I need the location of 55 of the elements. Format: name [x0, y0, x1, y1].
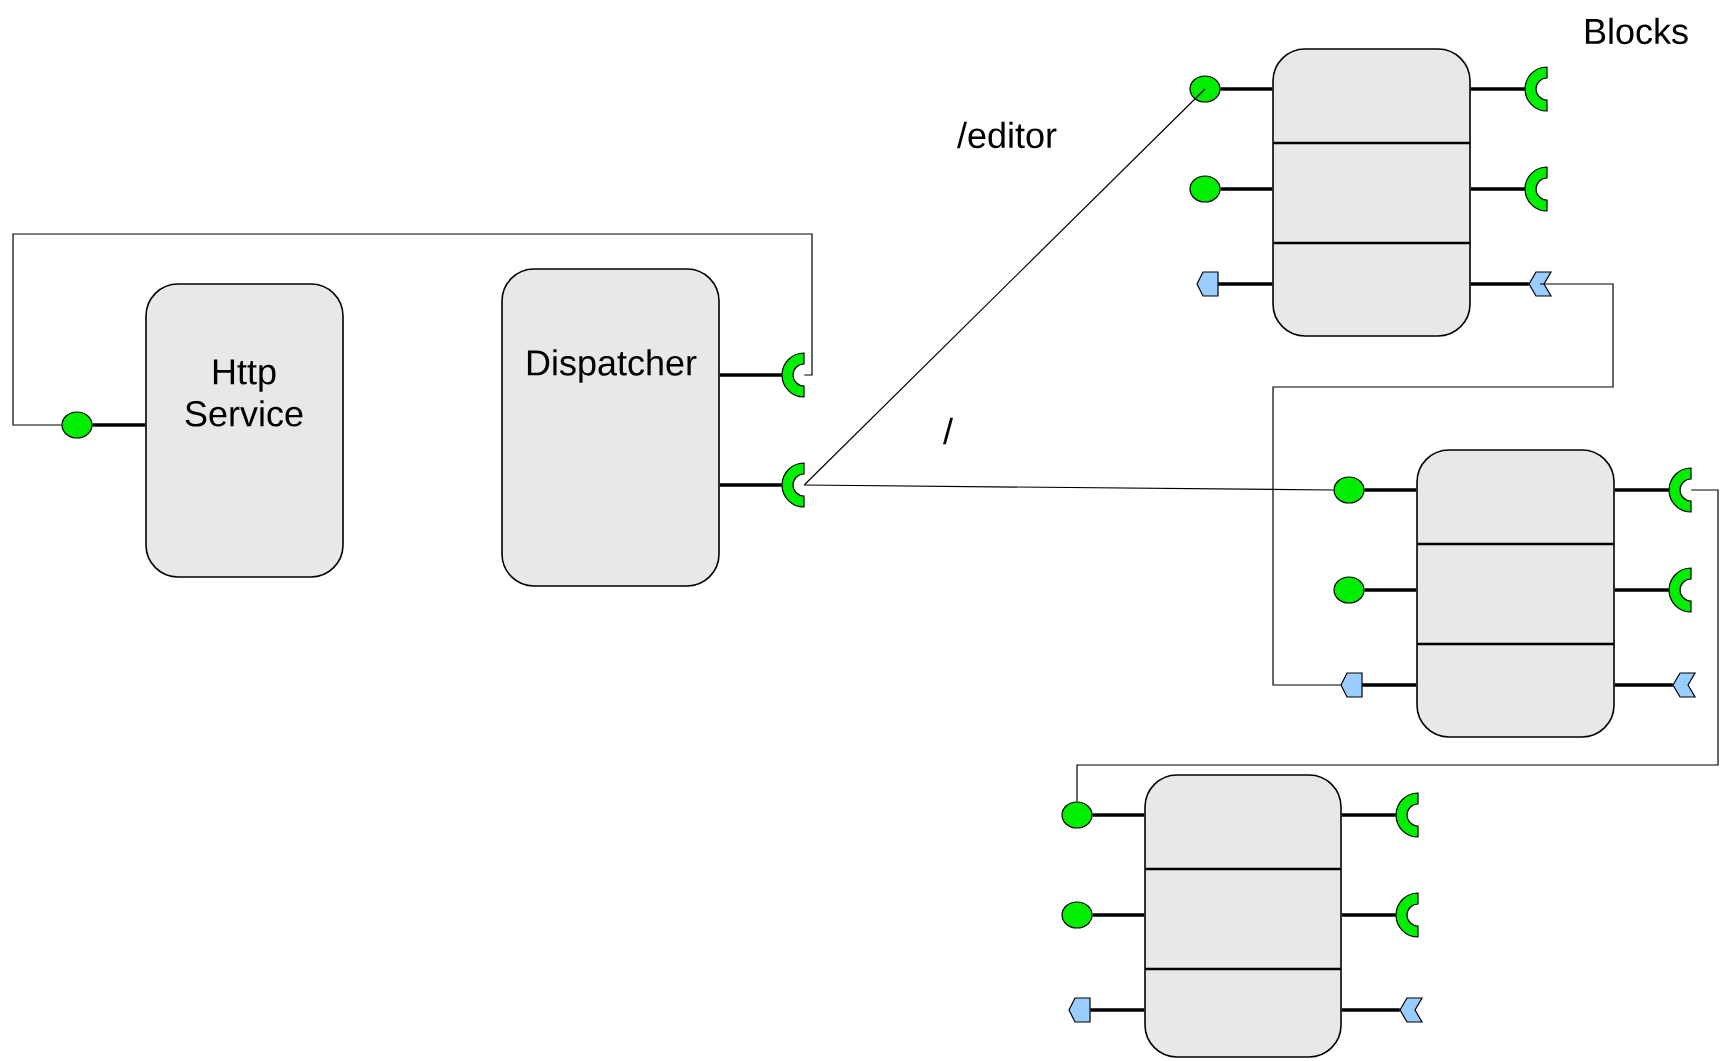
connector-line [1272, 283, 1614, 686]
stub-line [1470, 87, 1525, 91]
component-box: Dispatcher [501, 268, 720, 587]
socket-port [1395, 792, 1419, 838]
socket-port [1668, 467, 1692, 513]
chevron-port [1528, 271, 1553, 297]
stub-line [1362, 683, 1417, 687]
stub-line [1364, 588, 1417, 592]
stub-line [1218, 282, 1273, 286]
stub-line [1614, 683, 1673, 687]
stub-line [1092, 813, 1145, 817]
stub-line [1614, 488, 1669, 492]
component-box: Http Service [145, 283, 344, 578]
stub-line [1364, 488, 1417, 492]
stub-line [1341, 813, 1396, 817]
edge-label: / [941, 415, 955, 447]
stub-line [1614, 588, 1669, 592]
ball-port [1061, 801, 1093, 829]
block-box [1272, 48, 1471, 337]
connector-line [803, 88, 1206, 486]
ball-port [1189, 175, 1221, 203]
socket-port [1524, 66, 1548, 112]
stub-line [1220, 187, 1273, 191]
stub-line [1090, 1008, 1145, 1012]
socket-port [781, 352, 805, 398]
socket-port [781, 462, 805, 508]
ball-port [1333, 476, 1365, 504]
pentagon-port [1196, 271, 1219, 297]
ball-port [1189, 75, 1221, 103]
stub-line [1341, 1008, 1400, 1012]
block-box [1144, 774, 1342, 1058]
connector-line [1076, 489, 1719, 802]
block-box [1416, 449, 1615, 738]
socket-port [1524, 166, 1548, 212]
ball-port [1333, 576, 1365, 604]
stub-line [1470, 282, 1529, 286]
connector-line [12, 233, 813, 426]
connector-line [803, 484, 1334, 491]
stub-line [92, 423, 146, 427]
stub-line [719, 483, 782, 487]
ball-port [61, 411, 93, 439]
socket-port [1395, 892, 1419, 938]
stub-line [1220, 87, 1273, 91]
heading-label: Blocks [1585, 17, 1688, 45]
socket-port [1668, 567, 1692, 613]
stub-line [1341, 913, 1396, 917]
pentagon-port [1068, 997, 1091, 1023]
edge-label: /editor [955, 119, 1060, 151]
pentagon-port [1340, 672, 1363, 698]
chevron-port [1399, 997, 1424, 1023]
stub-line [1470, 187, 1525, 191]
stub-line [1092, 913, 1145, 917]
ball-port [1061, 901, 1093, 929]
chevron-port [1672, 672, 1697, 698]
stub-line [719, 373, 782, 377]
